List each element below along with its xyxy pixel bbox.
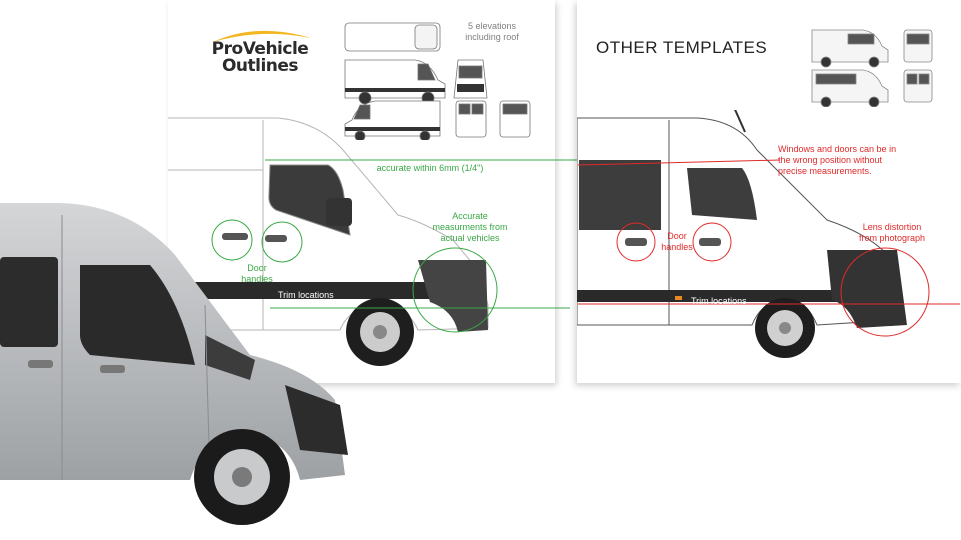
van-photo (0, 203, 348, 525)
other-trim-locations-label: Trim locations (691, 296, 747, 306)
other-door-handles-note: Door handles (657, 231, 697, 253)
rear-elevation-thumbnail (455, 100, 487, 138)
roof-elevation-thumbnail (344, 22, 441, 52)
other-templates-title: OTHER TEMPLATES (596, 38, 768, 57)
side-elevation-thumbnail (344, 59, 446, 105)
logo-text-line2: Outlines (221, 56, 299, 76)
elevation-thumbnails (344, 22, 531, 140)
door-handles-note: Door handles (235, 263, 279, 285)
lens-note-line2: from photograph (858, 233, 926, 243)
measurements-note-line1: Accurate (452, 211, 488, 221)
measurements-note-line3: actual vehicles (440, 233, 500, 243)
elevations-note: 5 elevations including roof (458, 21, 526, 43)
elevations-note-line2: including roof (465, 32, 519, 42)
template-van-drawing (168, 117, 489, 366)
logo-text-line1: ProVehicle (211, 39, 309, 59)
lens-note-line1: Lens distortion (862, 222, 922, 232)
other-door-handles-line1: Door (667, 231, 687, 241)
accuracy-note: accurate within 6mm (1/4") (376, 163, 484, 173)
provehicle-logo: ProVehicle Outlines (201, 24, 319, 76)
elevations-note-line1: 5 elevations (467, 21, 517, 31)
trim-locations-label: Trim locations (278, 290, 334, 300)
side-elevation-passenger-thumbnail (344, 100, 441, 140)
windows-doors-note-line1: Windows and doors can be in (778, 144, 897, 154)
measurements-note-line2: measurments from (432, 222, 508, 232)
windows-doors-note-line2: the wrong position without (778, 155, 883, 165)
rear-elevation-thumbnail-2 (499, 100, 531, 138)
traced-van-drawing (577, 110, 907, 358)
windows-doors-note-line3: precise measurements. (778, 166, 872, 176)
measurements-note: Accurate measurments from actual vehicle… (420, 211, 520, 244)
logo-swoosh-icon (213, 30, 311, 42)
windows-doors-note: Windows and doors can be in the wrong po… (778, 144, 928, 177)
other-door-handles-line2: handles (661, 242, 693, 252)
front-elevation-thumbnail (453, 59, 488, 99)
lens-distortion-note: Lens distortion from photograph (848, 222, 936, 244)
other-templates-thumbnails (811, 29, 933, 107)
door-handles-note-line2: handles (241, 274, 273, 284)
door-handles-note-line1: Door (247, 263, 267, 273)
